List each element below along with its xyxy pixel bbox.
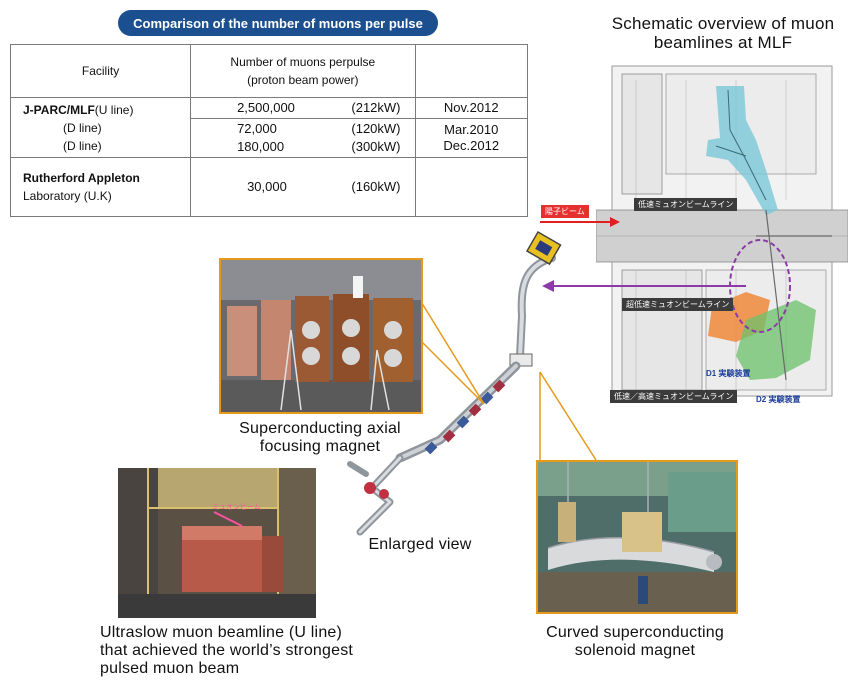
jparc-d1-power: (120kW) <box>351 121 401 136</box>
table-row-jparc-d: 72,000 (120kW) 180,000 (300kW) Mar.2010 De… <box>11 118 529 158</box>
cell-ral-date <box>414 157 529 217</box>
jparc-d2-muons: 180,000 <box>237 139 285 154</box>
cell-jparc-d-date: Mar.2010 Dec.2012 <box>414 118 529 158</box>
header-date <box>414 44 529 98</box>
table-header-row: Facility Number of muons perpulse (proto… <box>9 44 529 98</box>
purple-pointer-arrow <box>542 280 746 292</box>
jparc-line-u: (U line) <box>94 102 134 117</box>
header-number: Number of muons perpulse (proton beam po… <box>190 44 416 98</box>
jparc-d1-date: Mar.2010 <box>444 122 499 137</box>
caption-ultraslow-line1: Ultraslow muon beamline (U line) <box>100 624 343 641</box>
tag-d2: D2 実験装置 <box>756 395 801 404</box>
ral-name-line2: Laboratory (U.K) <box>23 189 112 203</box>
header-number-line1: Number of muons perpulse <box>230 55 376 69</box>
jparc-u-power: (212kW) <box>351 100 401 115</box>
caption-enlarged-view: Enlarged view <box>368 536 472 553</box>
tag-slow-muon-line: 低速ミュオンビームライン <box>634 198 738 211</box>
photo-sign-muon-beam: ミュオンビーム <box>212 504 261 511</box>
cell-jparc-d-number: 72,000 (120kW) 180,000 (300kW) <box>190 118 416 158</box>
cell-ral-facility: Rutherford Appleton Laboratory (U.K) <box>9 157 192 217</box>
cell-jparc-u-date: Nov.2012 <box>414 97 529 119</box>
caption-solenoid: Curved superconducting solenoid magnet <box>510 624 760 660</box>
cell-jparc-facility: J-PARC/MLF(U line) (D line) (D line) <box>9 97 192 158</box>
jparc-d2-date: Dec.2012 <box>443 138 500 153</box>
jparc-d1-muons: 72,000 <box>237 121 277 136</box>
target-module-icon <box>525 230 562 266</box>
enlarged-beamline-drawing <box>347 230 562 536</box>
tag-slow-fast-line: 低速／高速ミュオンビームライン <box>610 390 738 403</box>
ral-name-line1: Rutherford Appleton <box>23 171 140 185</box>
schematic-title-line1: Schematic overview of muon <box>611 14 835 33</box>
jparc-name: J-PARC/MLF <box>23 102 95 117</box>
caption-ultraslow-line3: pulsed muon beam <box>100 660 240 677</box>
caption-solenoid-line2: solenoid magnet <box>574 642 696 659</box>
caption-ultraslow-line2: that achieved the world’s strongest <box>100 642 354 659</box>
muon-comparison-table: Facility Number of muons perpulse (proto… <box>9 44 529 217</box>
jparc-d2-power: (300kW) <box>351 139 401 154</box>
ultraslow-beamline-photo: ミュオンビーム <box>118 468 316 618</box>
cell-ral-number: 30,000 (160kW) <box>190 157 416 217</box>
caption-ultraslow: Ultraslow muon beamline (U line) that ac… <box>84 624 400 678</box>
axial-magnet-photo <box>219 258 423 414</box>
slow-muon-area <box>706 86 778 215</box>
tag-ultraslow-muon-line: 超低速ミュオンビームライン <box>622 298 734 311</box>
caption-solenoid-line1: Curved superconducting <box>546 624 724 641</box>
header-facility: Facility <box>9 44 192 98</box>
mlf-schematic-map: 低速ミュオンビームライン 超低速ミュオンビームライン D1 実験装置 低速／高速… <box>595 60 849 410</box>
ral-power: (160kW) <box>351 179 401 194</box>
cell-jparc-u-number: 2,500,000 (212kW) <box>190 97 416 119</box>
table-row-ral: Rutherford Appleton Laboratory (U.K) 30,… <box>9 157 529 217</box>
ral-muons: 30,000 <box>247 179 287 194</box>
jparc-u-muons: 2,500,000 <box>237 100 295 115</box>
table-row-jparc-u: J-PARC/MLF(U line) (D line) (D line) 2,5… <box>9 97 529 158</box>
jparc-line-d1: (D line) <box>63 120 102 135</box>
jparc-line-d2: (D line) <box>63 138 102 153</box>
bend-magnet-icon <box>364 482 376 494</box>
d-line-area <box>736 300 816 380</box>
tag-proton-beam: 陽子ビーム <box>541 205 589 218</box>
table-title-text: Comparison of the number of muons per pu… <box>133 15 423 31</box>
caption-axial-line1: Superconducting axial <box>239 420 401 437</box>
proton-beam-arrow <box>540 217 620 227</box>
tag-d1: D1 実験装置 <box>706 369 751 378</box>
solenoid-magnet-photo <box>536 460 738 614</box>
caption-axial-magnet: Superconducting axial focusing magnet <box>212 420 428 456</box>
mlf-floorplan <box>595 60 849 410</box>
table-title: Comparison of the number of muons per pu… <box>118 10 438 36</box>
header-number-line2: (proton beam power) <box>247 73 359 87</box>
caption-axial-line2: focusing magnet <box>259 438 381 455</box>
schematic-title-line2: beamlines at MLF <box>653 33 793 52</box>
schematic-title: Schematic overview of muon beamlines at … <box>598 14 848 52</box>
jparc-u-date: Nov.2012 <box>443 100 499 115</box>
